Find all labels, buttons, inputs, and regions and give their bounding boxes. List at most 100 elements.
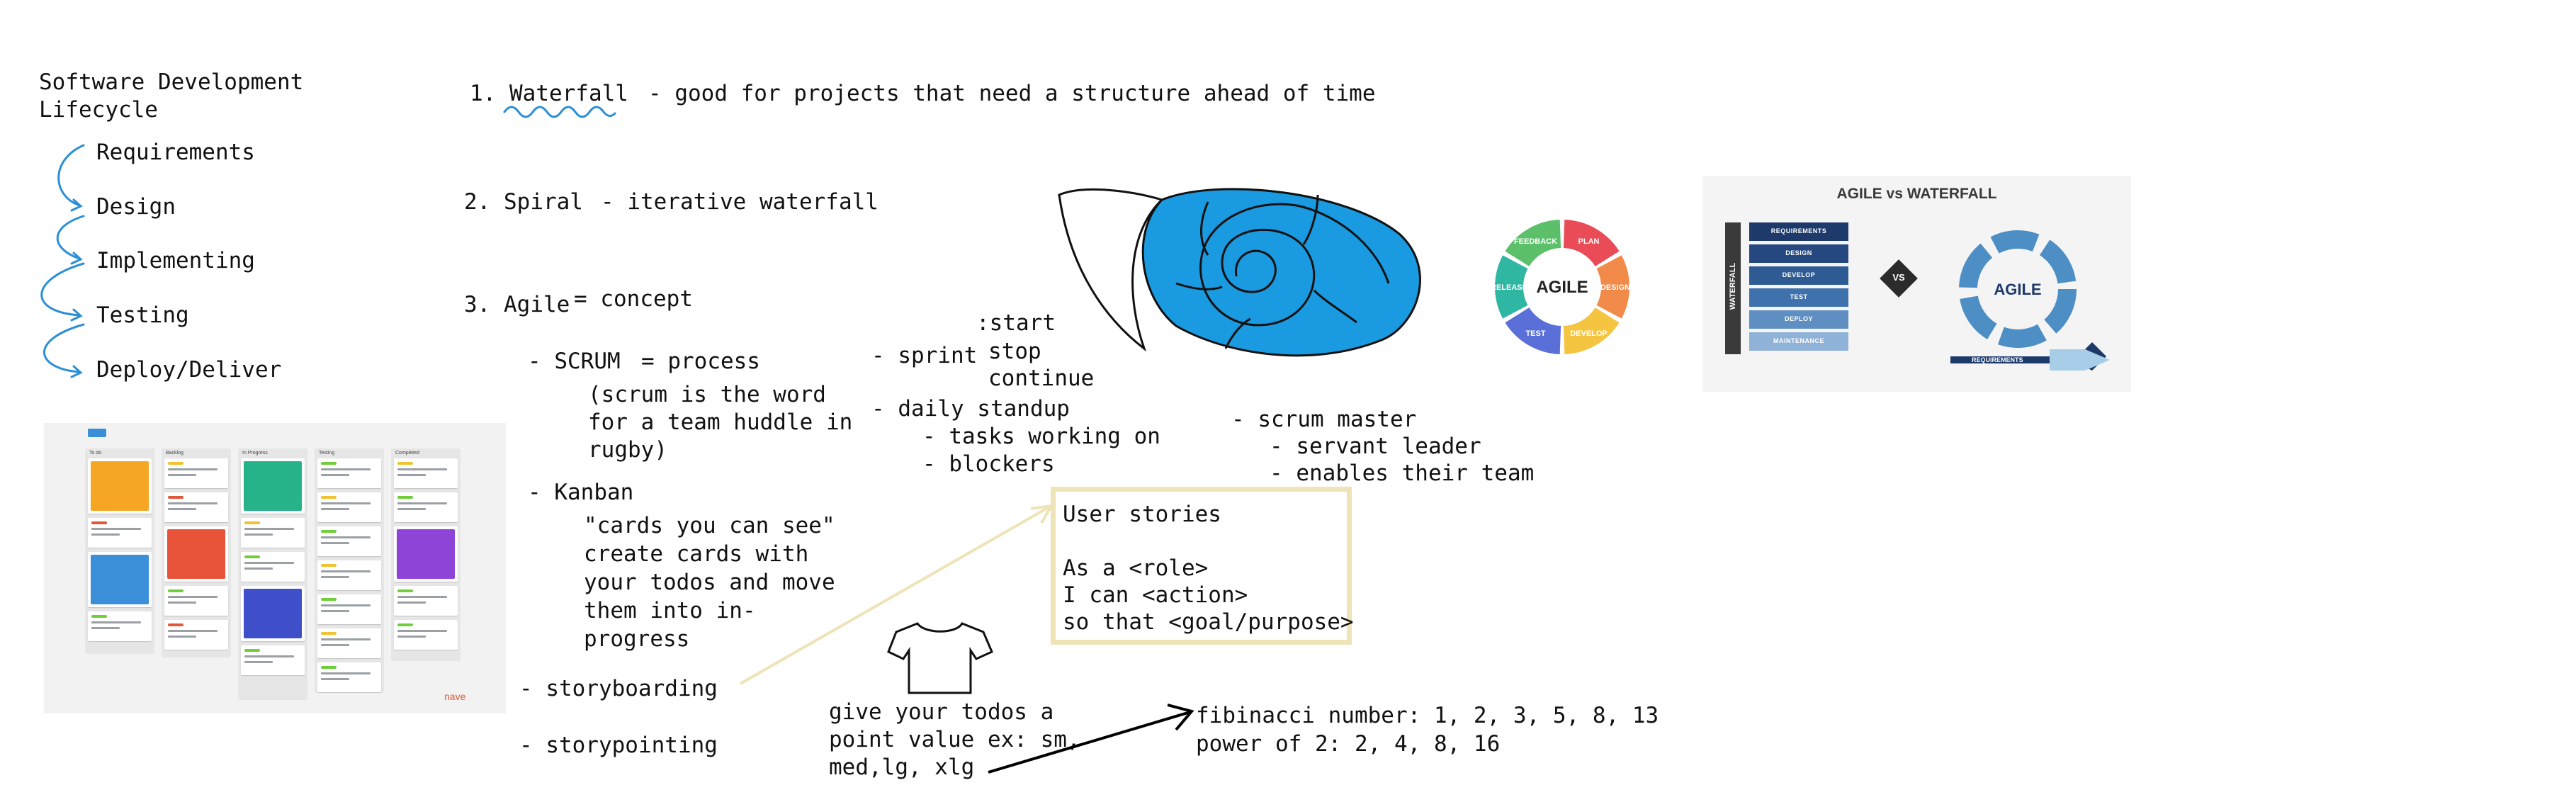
kanban-card-text (397, 596, 447, 598)
kanban-card-image (167, 529, 225, 579)
kanban-card-text (91, 528, 141, 530)
todos-note-3: med,lg, xlg (829, 755, 975, 780)
user-story-goal: so that <goal/purpose> (1063, 609, 1354, 635)
avw-wf-step-1: REQUIREMENTS (1770, 227, 1827, 235)
kanban-card-text (168, 468, 218, 470)
arrow-design-impl-head (70, 252, 83, 265)
kanban-card-image (91, 555, 149, 604)
kanban-card (317, 560, 381, 590)
sdlc-step-design: Design (96, 194, 176, 220)
sdlc-step-deploy: Deploy/Deliver (96, 357, 282, 383)
kanban-column: In Progress (238, 448, 307, 700)
kanban-card (394, 492, 458, 522)
kanban-card-label (321, 598, 337, 601)
agile-wheel-hub (1528, 253, 1596, 321)
kanban-card-label (321, 462, 337, 465)
kanban-card-text (321, 542, 349, 544)
storypointing-label: - storypointing (519, 733, 718, 758)
spiral-rib-5 (1313, 289, 1357, 324)
agile-label: 3. Agile (464, 292, 570, 317)
avw-title: AGILE vs WATERFALL (1836, 186, 1997, 202)
scrum-master-label: - scrum master (1231, 407, 1417, 432)
spiral-rib-2 (1302, 194, 1319, 245)
kanban-desc-2: create cards with (584, 541, 809, 567)
kanban-card-label (244, 649, 260, 652)
arrow-design-impl (56, 215, 85, 260)
avw-cycle-center: AGILE (1994, 281, 2041, 298)
sprint-retro-stop: stop (988, 339, 1041, 364)
kanban-card (164, 620, 228, 650)
kanban-card-text (244, 528, 294, 530)
kanban-card-text (321, 638, 371, 640)
kanban-card (241, 518, 305, 548)
sprint-label: - sprint (871, 343, 978, 368)
sprint-retro-continue: continue (988, 366, 1095, 391)
agile-wheel-segment (1495, 255, 1528, 319)
kanban-card (164, 458, 228, 488)
kanban-card-text (321, 610, 349, 612)
kanban-card-text (397, 474, 426, 476)
kanban-card-text (397, 602, 426, 604)
agile-wheel-label: FEEDBACK (1514, 237, 1557, 246)
kanban-card-text (91, 627, 120, 629)
kanban-card (88, 518, 152, 548)
agile-wheel-label: PLAN (1578, 237, 1600, 246)
sprint-retro-start: :start (976, 310, 1056, 336)
avw-arrow-label: REQUIREMENTS (1972, 356, 2023, 363)
scrum-desc-1: (scrum is the word (588, 382, 826, 407)
kanban-card-text (168, 508, 196, 510)
kanban-card-text (168, 630, 218, 632)
kanban-card (394, 586, 458, 616)
kanban-card-text (168, 602, 196, 604)
kanban-card (88, 611, 152, 641)
kanban-card (164, 492, 228, 522)
kanban-card-image (244, 461, 302, 511)
avw-vs-label: VS (1892, 272, 1905, 283)
kanban-card-text (321, 672, 371, 674)
kanban-card (164, 526, 228, 582)
spiral-swirl (1199, 203, 1316, 327)
kanban-card-text (321, 576, 349, 578)
kanban-card-text (321, 474, 349, 476)
waterfall-note: - good for projects that need a structur… (648, 81, 1376, 106)
user-story-role: As a <role> (1063, 555, 1209, 581)
kanban-card (88, 458, 152, 514)
kanban-column: Backlog (162, 448, 231, 657)
avw-waterfall-steps: REQUIREMENTS DESIGN DEVELOP TEST DEPLOY … (1749, 222, 1848, 354)
spiral-shell-body (1141, 188, 1421, 357)
kanban-column: To do (85, 448, 154, 654)
agile-wheel-label: TEST (1525, 329, 1545, 338)
kanban-card-text (321, 468, 371, 470)
spiral-rib-3 (1175, 282, 1223, 290)
spiral-rib-1 (1200, 201, 1209, 256)
agile-wheel-label: DESIGN (1600, 283, 1630, 292)
agile-wheel-segment (1563, 307, 1620, 354)
kanban-card (241, 645, 305, 675)
kanban-card-text (321, 502, 371, 504)
avw-wf-step-4: TEST (1790, 293, 1808, 300)
kanban-card-image (244, 589, 302, 638)
kanban-card-text (321, 604, 371, 606)
kanban-card-text (321, 536, 371, 538)
kanban-card (317, 662, 381, 692)
kanban-card-text (397, 468, 447, 470)
avw-agile-cycle: AGILE REQUIREMENTS (1950, 230, 2110, 371)
kanban-card-label (91, 521, 107, 524)
kanban-logo (88, 429, 106, 437)
sdlc-step-implementing: Implementing (96, 248, 255, 273)
kanban-card-label (397, 496, 413, 499)
sdlc-step-testing: Testing (96, 303, 189, 328)
sdlc-step-requirements: Requirements (96, 140, 255, 165)
kanban-card-text (397, 630, 447, 632)
kanban-card-text (397, 636, 426, 638)
kanban-card-label (321, 666, 337, 669)
kanban-card-text (91, 533, 120, 536)
arrow-req-design-head (70, 198, 83, 212)
kanban-card-label (168, 623, 183, 626)
agile-wheel-center: AGILE (1536, 278, 1588, 297)
kanban-card (88, 552, 152, 607)
arrow-req-design (57, 144, 85, 207)
scrum-note: = process (641, 349, 760, 374)
waterfall-label: 1. Waterfall (470, 81, 628, 106)
scrum-desc-2: for a team huddle in (588, 410, 853, 435)
